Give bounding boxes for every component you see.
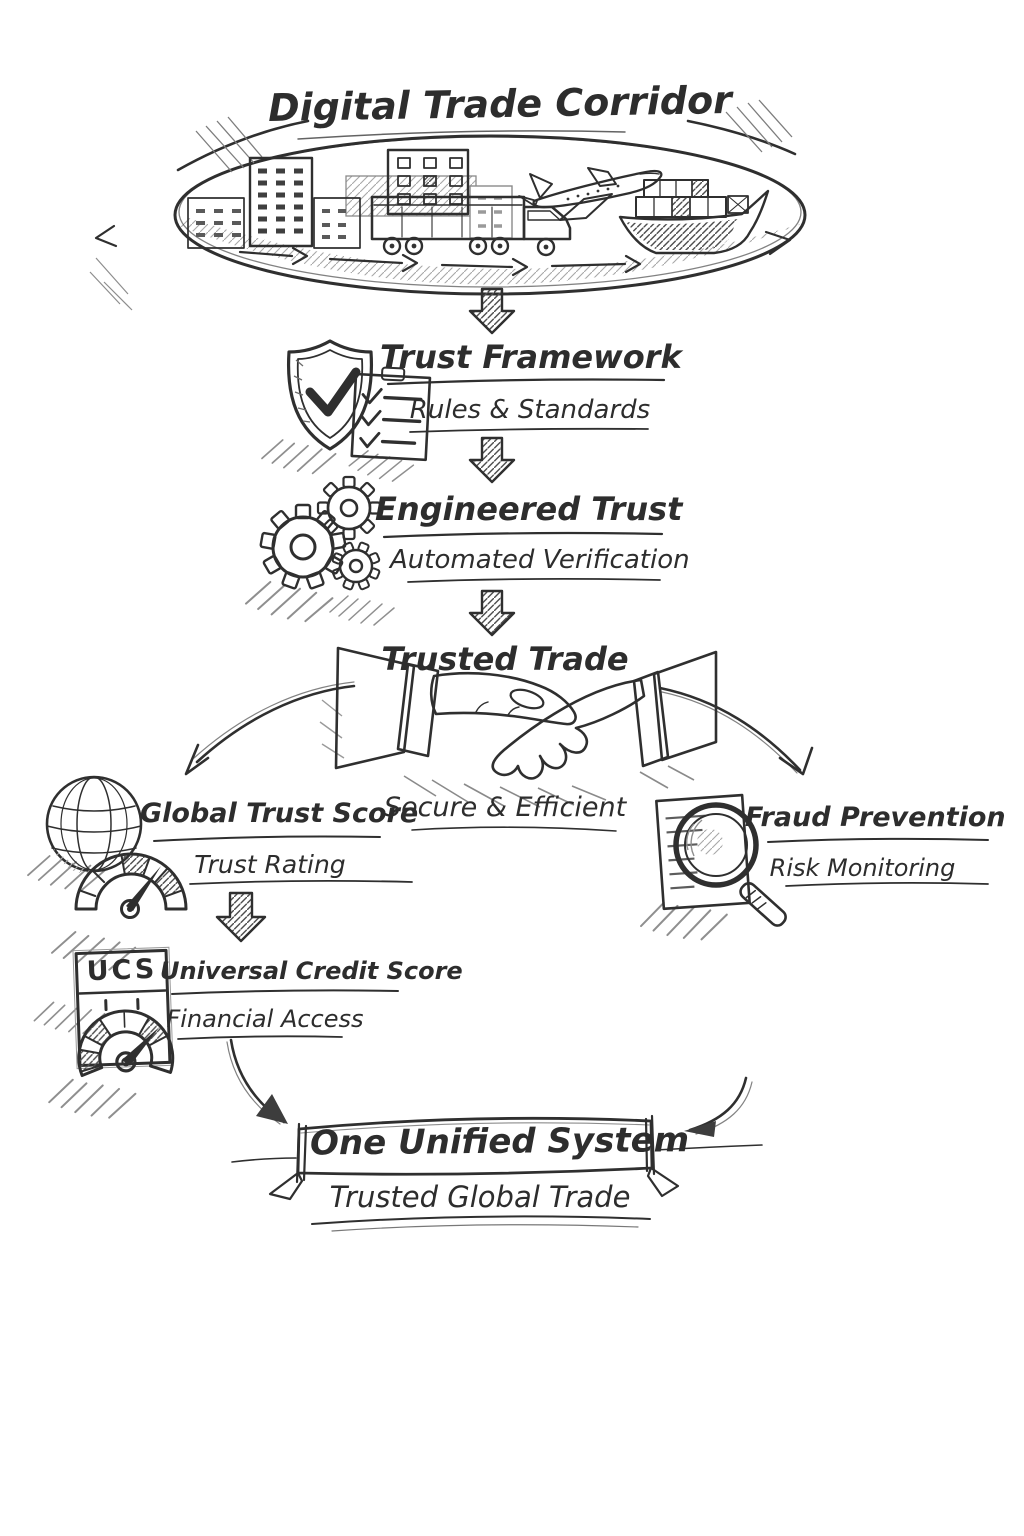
- engineered-trust-title: Engineered Trust: [375, 490, 683, 528]
- down-arrow-icon: [215, 891, 267, 943]
- container-ship-icon: [618, 179, 770, 255]
- global-trust-score-subtitle: Trust Rating: [194, 850, 346, 879]
- universal-credit-score-subtitle: Financial Access: [166, 1005, 364, 1033]
- fraud-prevention-title: Fraud Prevention: [745, 802, 1006, 833]
- checklist-icon: [347, 366, 432, 483]
- global-trust-score-title: Global Trust Score: [140, 798, 419, 829]
- engineered-trust-subtitle: Automated Verification: [390, 545, 690, 575]
- down-arrow-icon: [468, 287, 516, 335]
- trade-corridor-illustration: [89, 99, 807, 311]
- down-arrow-icon: [468, 436, 516, 484]
- magnifier-icon: [673, 802, 787, 927]
- globe-gauge-icon: [27, 775, 188, 971]
- airplane-icon: [518, 167, 663, 221]
- converge-arrow-left: [226, 1038, 288, 1125]
- cargo-truck-icon: [370, 195, 572, 257]
- ucs-badge: UCS: [86, 953, 158, 988]
- trusted-trade-subtitle: Secure & Efficient: [383, 792, 627, 823]
- gears-icon: [244, 475, 395, 626]
- credit-score-card-icon: [32, 946, 175, 1121]
- handshake-icon: [319, 646, 718, 808]
- one-unified-system-subtitle: Trusted Global Trade: [329, 1180, 631, 1214]
- fraud-prevention-subtitle: Risk Monitoring: [769, 854, 956, 882]
- shield-check-icon: [261, 339, 374, 475]
- converge-arrow-right: [684, 1076, 753, 1137]
- trust-framework-subtitle: Rules & Standards: [409, 395, 651, 425]
- corridor-flow-arrows: [94, 224, 792, 277]
- trusted-trade-title: Trusted Trade: [381, 640, 629, 678]
- down-arrow-icon: [468, 589, 516, 637]
- page-title: Digital Trade Corridor: [267, 77, 733, 131]
- hand-drawn-underlines: [153, 378, 989, 1232]
- sketch-flourishes: [89, 99, 797, 311]
- branch-arrow-right: [658, 686, 814, 776]
- trust-framework-title: Trust Framework: [380, 338, 682, 376]
- ribbon-banner: [231, 1114, 763, 1201]
- branch-arrow-left: [184, 681, 356, 776]
- one-unified-system-title: One Unified System: [309, 1120, 690, 1164]
- universal-credit-score-title: Universal Credit Score: [160, 957, 463, 985]
